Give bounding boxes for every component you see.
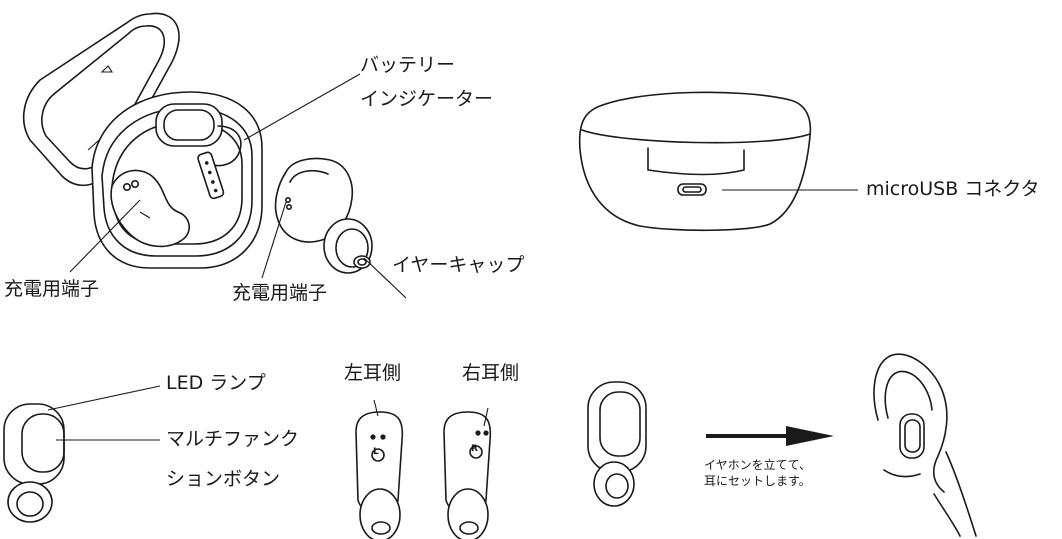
- arrow-right-icon: [706, 426, 834, 446]
- ear-cap-label: イヤーキャップ: [392, 254, 525, 276]
- case-charging-terminal-label: 充電用端子: [4, 278, 100, 300]
- right-ear-label: 右耳側: [462, 362, 520, 384]
- ear-illustration: [873, 353, 977, 537]
- closed-charging-case: [578, 91, 812, 232]
- multifunction-button-label-line1: マルチファンク: [166, 428, 300, 450]
- instruction-text-line2: 耳にセットします。: [704, 474, 811, 488]
- earbud-upright: [587, 381, 647, 507]
- battery-indicator-label-line2: インジケーター: [360, 88, 494, 110]
- earbud-charging-terminal-label: 充電用端子: [232, 282, 328, 304]
- left-ear-label: 左耳側: [344, 362, 402, 384]
- led-lamp-label: LED ランプ: [166, 372, 266, 394]
- right-earbud-front: [443, 411, 492, 539]
- instruction-text-line1: イヤホンを立てて、: [704, 458, 812, 472]
- microusb-connector-label: microUSB コネクタ: [866, 178, 1040, 200]
- multifunction-button-label-line2: ションボタン: [166, 468, 281, 490]
- earbud-with-eartip: [274, 157, 373, 274]
- earbud-side-view: [3, 403, 65, 523]
- battery-indicator-label-line1: バッテリー: [360, 54, 456, 76]
- open-charging-case: [22, 12, 263, 269]
- left-marker-label: L: [373, 447, 379, 457]
- left-earbud-front: [355, 411, 404, 539]
- right-marker-label: R: [471, 444, 478, 454]
